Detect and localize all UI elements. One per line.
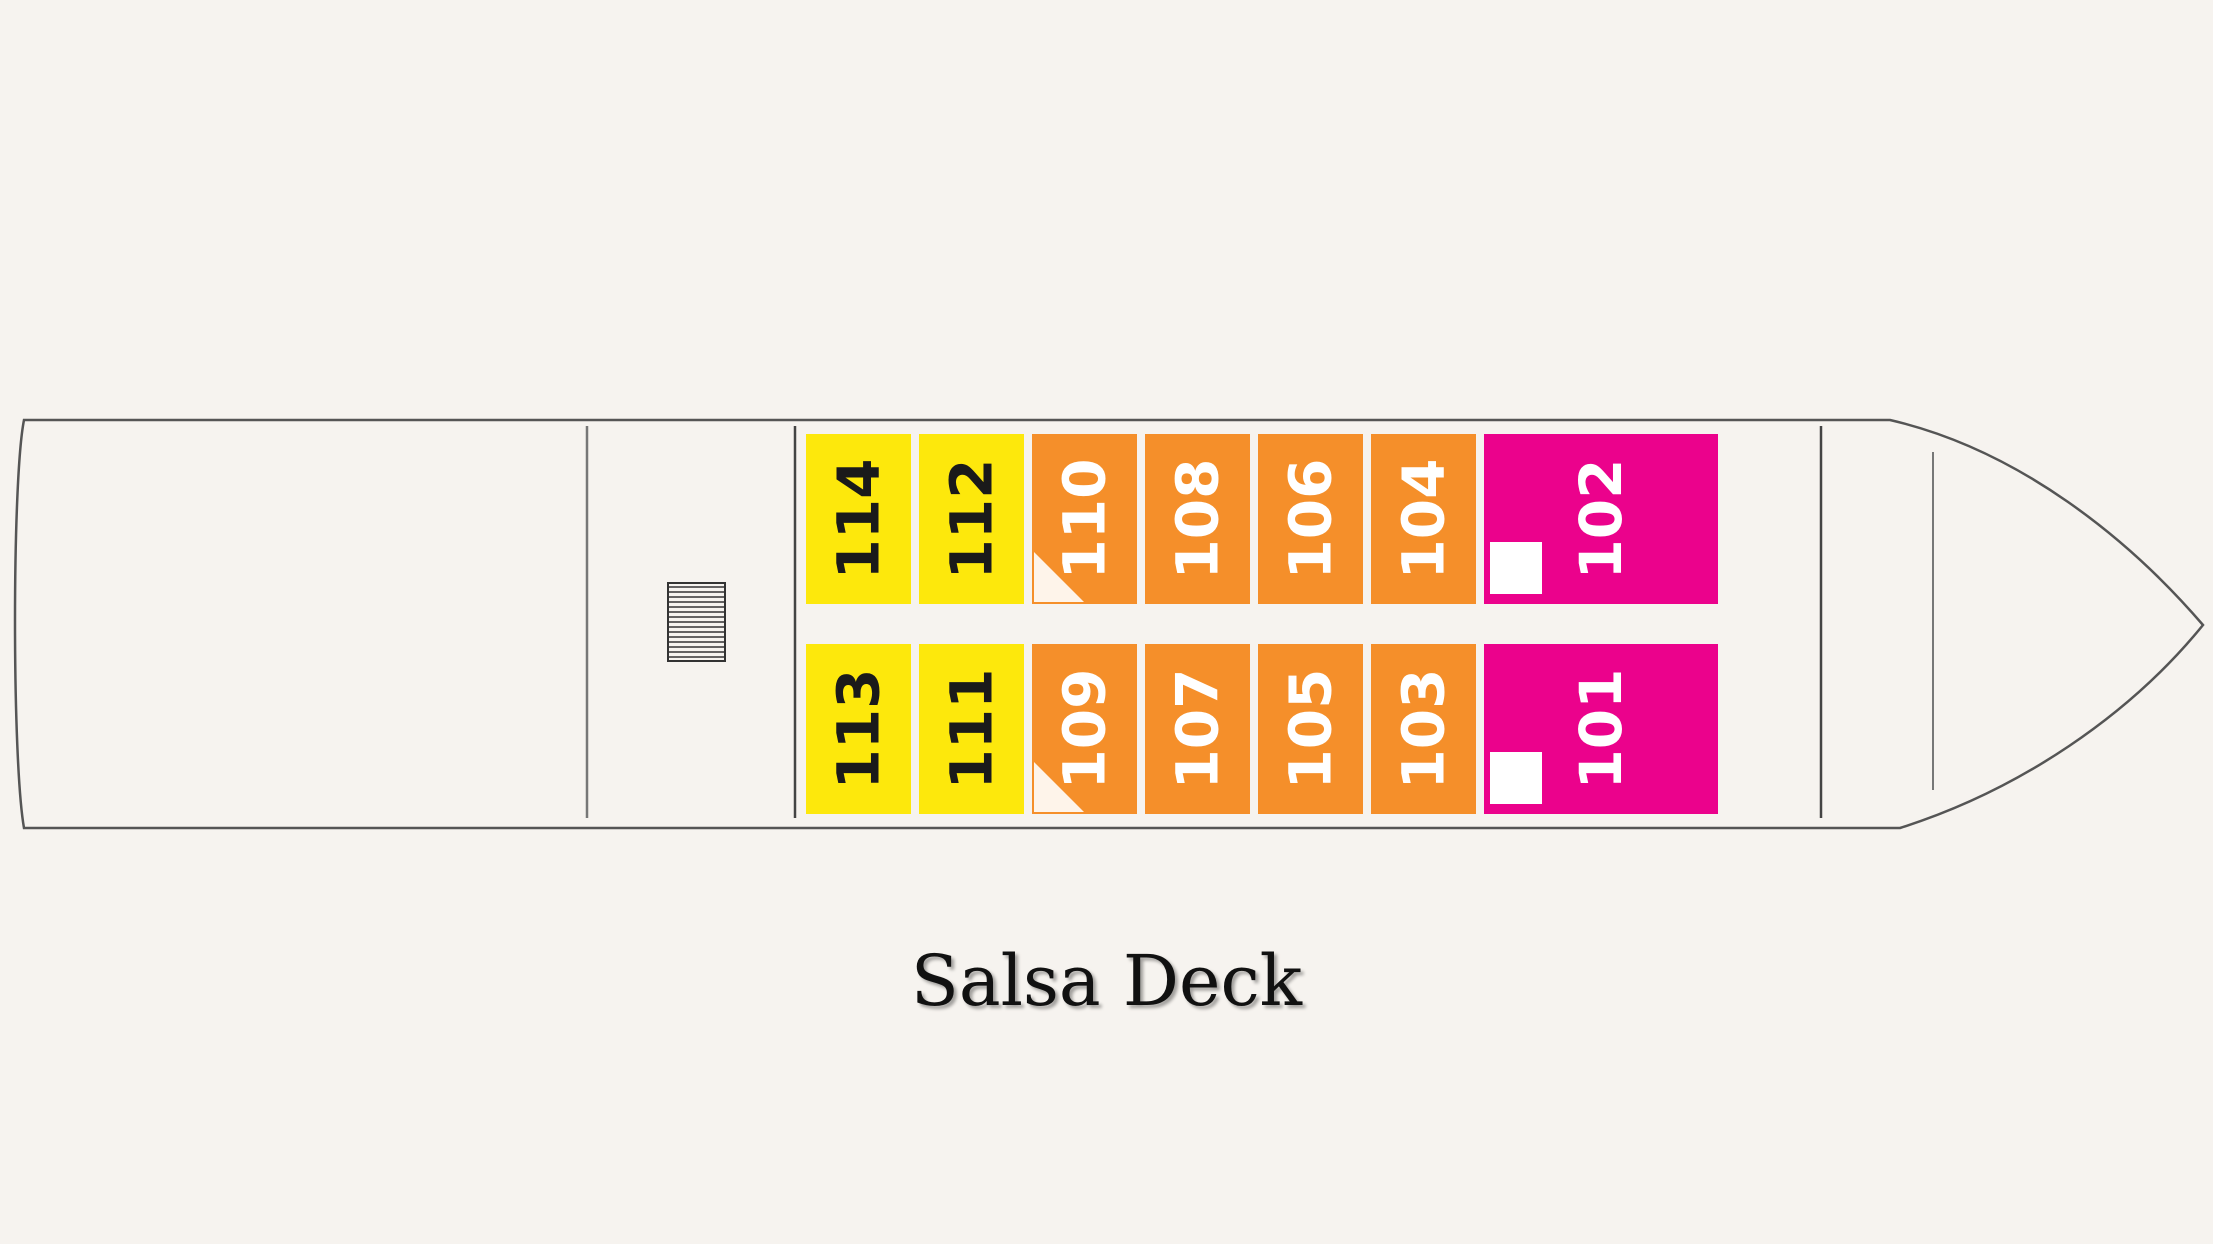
accessible-triangle-icon bbox=[1034, 552, 1084, 602]
cabins: 114 112 110 108 106 104 102 113 111 109 107 105 103 1… bbox=[806, 434, 1718, 814]
cabin-105[interactable]: 105 bbox=[1258, 644, 1363, 814]
cabin-114[interactable]: 114 bbox=[806, 434, 911, 604]
cabin-number: 113 bbox=[825, 668, 893, 789]
cabin-number: 108 bbox=[1164, 458, 1232, 579]
cabin-110[interactable]: 110 bbox=[1032, 434, 1137, 604]
cabin-number: 101 bbox=[1567, 668, 1635, 789]
cabin-block bbox=[919, 434, 1024, 604]
cabin-block bbox=[1258, 644, 1363, 814]
cabin-block bbox=[919, 644, 1024, 814]
stairs-icon bbox=[667, 582, 726, 662]
cabin-block bbox=[806, 644, 911, 814]
cabin-number: 107 bbox=[1164, 668, 1232, 789]
cabin-104[interactable]: 104 bbox=[1371, 434, 1476, 604]
cabin-number: 109 bbox=[1051, 668, 1119, 789]
cabin-block bbox=[1371, 434, 1476, 604]
cabin-113[interactable]: 113 bbox=[806, 644, 911, 814]
cabin-103[interactable]: 103 bbox=[1371, 644, 1476, 814]
cabin-number: 103 bbox=[1390, 668, 1458, 789]
cabin-112[interactable]: 112 bbox=[919, 434, 1024, 604]
cabin-101[interactable]: 101 bbox=[1484, 644, 1718, 814]
cabin-number: 111 bbox=[938, 668, 1006, 789]
cabin-106[interactable]: 106 bbox=[1258, 434, 1363, 604]
deck-title: Salsa Deck bbox=[910, 940, 1303, 1022]
cabin-number: 102 bbox=[1567, 458, 1635, 579]
cabin-number: 106 bbox=[1277, 458, 1345, 579]
cabin-number: 110 bbox=[1051, 458, 1119, 579]
cabin-109[interactable]: 109 bbox=[1032, 644, 1137, 814]
cabin-block bbox=[1371, 644, 1476, 814]
cabin-108[interactable]: 108 bbox=[1145, 434, 1250, 604]
cabin-block bbox=[1145, 434, 1250, 604]
cabin-102[interactable]: 102 bbox=[1484, 434, 1718, 604]
suite-square-icon bbox=[1490, 752, 1542, 804]
cabin-number: 114 bbox=[825, 458, 893, 579]
suite-square-icon bbox=[1490, 542, 1542, 594]
cabin-number: 112 bbox=[938, 458, 1006, 579]
cabin-number: 104 bbox=[1390, 458, 1458, 579]
cabin-number: 105 bbox=[1277, 668, 1345, 789]
cabin-block bbox=[806, 434, 911, 604]
accessible-triangle-icon bbox=[1034, 762, 1084, 812]
cabin-block bbox=[1258, 434, 1363, 604]
cabin-107[interactable]: 107 bbox=[1145, 644, 1250, 814]
cabin-111[interactable]: 111 bbox=[919, 644, 1024, 814]
cabin-block bbox=[1145, 644, 1250, 814]
